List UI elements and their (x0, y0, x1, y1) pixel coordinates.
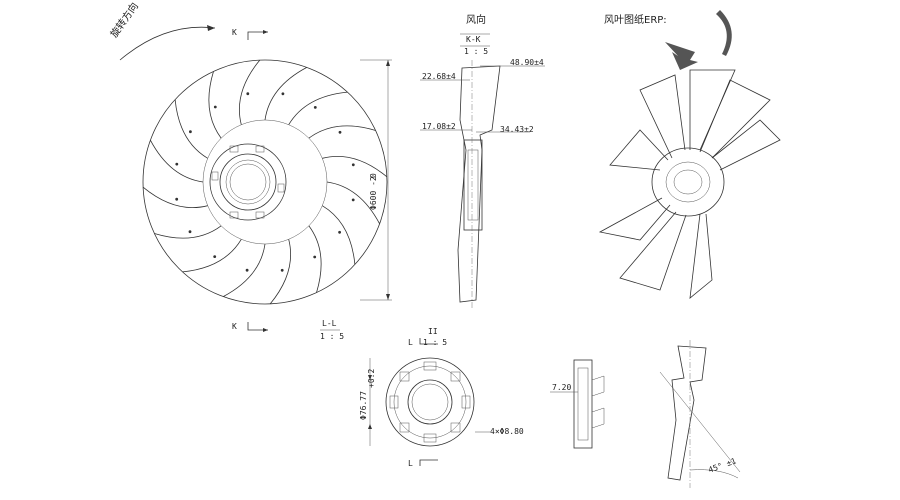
blade-edge (322, 205, 356, 265)
dim-76-77-tol: +0.2 (367, 368, 376, 388)
blade-edge (322, 155, 388, 178)
section-k-bottom-label: K (232, 322, 237, 331)
dim-76-77: Φ76.77 (359, 391, 368, 420)
blade-arrow-mark (213, 255, 217, 258)
blade-arrow-mark (351, 163, 355, 167)
holes-label: 4×Φ8.80 (490, 427, 524, 436)
blade-arrow-mark (313, 106, 317, 109)
blade-edge (238, 59, 261, 125)
l-bottom-label: L (408, 459, 413, 468)
blade-arrow-mark (351, 198, 355, 202)
kk-section-view (420, 33, 545, 310)
blade-edge (174, 99, 208, 159)
wind-direction-label: 风向 (466, 15, 486, 26)
section-ll-title: L-L (322, 319, 337, 328)
blade-arrow-mark (280, 268, 284, 272)
kk-scale: 1 : 5 (464, 47, 489, 56)
blade-edge (150, 140, 204, 183)
fan-front-view (119, 25, 392, 332)
kk-title: K-K (466, 35, 481, 44)
blade-arrow-mark (338, 230, 341, 234)
dim-48-90: 48.90±4 (510, 58, 544, 67)
blade-arrow-mark (313, 255, 317, 259)
blade-edge (308, 225, 322, 293)
blade-edge (223, 243, 266, 297)
blade-arrow-mark (189, 130, 192, 134)
blade-arrow-mark (188, 230, 192, 234)
erp-iso-view (598, 10, 781, 299)
blade-edge (142, 186, 208, 209)
ii-title: II (428, 327, 438, 336)
ll-side-section (550, 359, 605, 449)
blade-arrow-mark (338, 130, 342, 134)
blade-edge (264, 67, 307, 121)
blade-arrow-mark (175, 197, 179, 201)
section-ll-scale: 1 : 5 (320, 332, 345, 341)
dim-17-08: 17.08±2 (422, 122, 456, 131)
dim-7-20: 7.20 (552, 383, 572, 392)
l-top-label: L (408, 338, 413, 347)
blade-arrow-mark (213, 105, 217, 109)
blade-edge (269, 239, 292, 305)
blade-edge (154, 225, 222, 239)
blade-angle-view (659, 340, 741, 488)
diameter-600-label: Φ600 -2 (369, 176, 378, 210)
blade-edge (288, 91, 348, 125)
blade-edge (208, 71, 222, 139)
ii-hub-view (368, 338, 490, 466)
blade-edge (326, 181, 380, 224)
blade-arrow-mark (246, 92, 250, 96)
blade-arrow-mark (245, 268, 249, 272)
blade-arrow-mark (281, 92, 285, 96)
erp-title: 风叶图纸ERP: (604, 15, 667, 26)
ii-scale: 1 : 5 (423, 338, 448, 347)
blade-arrow-mark (175, 162, 179, 166)
blade-edge (182, 239, 242, 273)
dim-22-68: 22.68±4 (422, 72, 456, 81)
section-k-top-label: K (232, 28, 237, 37)
blade-edge (308, 125, 376, 139)
diameter-tol-label: 0 (369, 173, 378, 178)
dim-34-43: 34.43±2 (500, 125, 534, 134)
